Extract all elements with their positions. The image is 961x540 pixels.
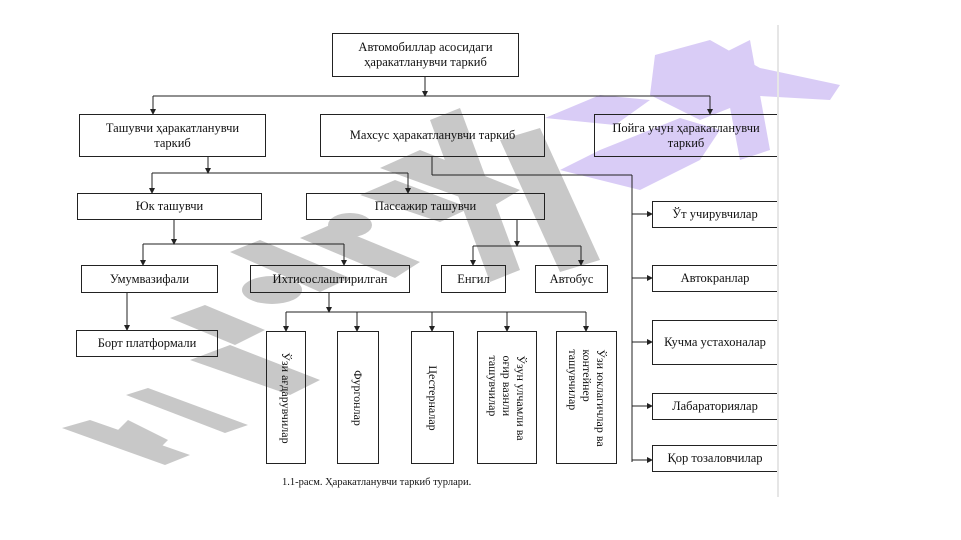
node-cranes-label: Автокранлар xyxy=(680,271,750,285)
node-bus: Автобус xyxy=(535,265,608,293)
node-general: Умумвазифали xyxy=(81,265,218,293)
node-fire-trucks-label: Ўт учирувчилар xyxy=(672,207,758,221)
figure-caption: 1.1-расм. Ҳаракатланувчи таркиб турлари. xyxy=(282,477,472,488)
node-spec-container-line3: ташувчилар xyxy=(565,348,580,410)
node-snow-cleaners: Қор тозаловчилар xyxy=(652,445,777,472)
node-cargo: Юк ташувчи xyxy=(77,193,262,220)
node-mobile-workshops-label: Кучма устахоналар xyxy=(664,335,766,349)
node-flatbed: Борт платформали xyxy=(76,330,218,357)
node-spec-van: Фургонлар xyxy=(337,331,379,464)
node-flatbed-label: Борт платформали xyxy=(97,336,197,350)
node-spec-tipper-line1: Ўзи ағдарувчилар xyxy=(279,351,293,444)
node-root: Автомобиллар асосидаги ҳаракатланувчи та… xyxy=(332,33,519,77)
node-spec-van-line1: Фургонлар xyxy=(351,369,365,426)
node-carrier: Ташувчи ҳаракатланувчи таркиб xyxy=(79,114,266,157)
node-cargo-label: Юк ташувчи xyxy=(135,199,204,213)
node-racing-line2: таркиб xyxy=(667,135,705,150)
node-spec-container-line2: контейнер xyxy=(579,348,594,402)
node-general-label: Умумвазифали xyxy=(109,271,190,286)
node-light: Енгил xyxy=(441,265,506,293)
node-spec-oversize-line2: оғир вазнли xyxy=(500,354,514,416)
node-spec-container-line1: Ўзи юклагичлар ва xyxy=(593,348,608,447)
node-mobile-workshops: Кучма устахоналар xyxy=(652,320,777,365)
node-root-line2: ҳаракатланувчи таркиб xyxy=(364,55,487,69)
watermark-purple xyxy=(545,40,840,190)
node-laboratories: Лабараториялар xyxy=(652,393,777,420)
node-root-line1: Автомобиллар асосидаги xyxy=(358,40,493,54)
node-passenger-label: Пассажир ташувчи xyxy=(374,199,477,213)
node-bus-label: Автобус xyxy=(549,271,594,286)
node-racing: Пойга учун ҳаракатланувчи таркиб xyxy=(594,114,777,157)
page-edge-divider xyxy=(777,25,779,497)
node-carrier-line1: Ташувчи ҳаракатланувчи xyxy=(105,120,240,135)
node-spec-tanker-line1: Цестерналар xyxy=(425,364,440,431)
node-special: Махсус ҳаракатланувчи таркиб xyxy=(320,114,545,157)
node-spec-container: Ўзи юклагичлар ва контейнер ташувчилар xyxy=(556,331,617,464)
node-passenger: Пассажир ташувчи xyxy=(306,193,545,220)
node-spec-oversize: Ўзун улчамли ва оғир вазнли ташувчилар xyxy=(477,331,537,464)
node-laboratories-label: Лабараториялар xyxy=(672,399,758,413)
node-fire-trucks: Ўт учирувчилар xyxy=(652,201,777,228)
node-racing-line1: Пойга учун ҳаракатланувчи xyxy=(612,120,760,135)
node-carrier-line2: таркиб xyxy=(154,135,191,150)
node-snow-cleaners-label: Қор тозаловчилар xyxy=(667,451,763,465)
node-spec-tanker: Цестерналар xyxy=(411,331,454,464)
node-cranes: Автокранлар xyxy=(652,265,777,292)
watermark-gray xyxy=(62,108,600,465)
node-light-label: Енгил xyxy=(457,271,490,286)
node-spec-oversize-line1: Ўзун улчамли ва xyxy=(514,354,528,441)
node-spec-tipper: Ўзи ағдарувчилар xyxy=(266,331,306,464)
node-specialized-label: Ихтисослаштирилган xyxy=(272,271,388,286)
node-special-label: Махсус ҳаракатланувчи таркиб xyxy=(349,128,516,142)
node-spec-oversize-line3: ташувчилар xyxy=(486,354,500,416)
node-specialized: Ихтисослаштирилган xyxy=(250,265,410,293)
